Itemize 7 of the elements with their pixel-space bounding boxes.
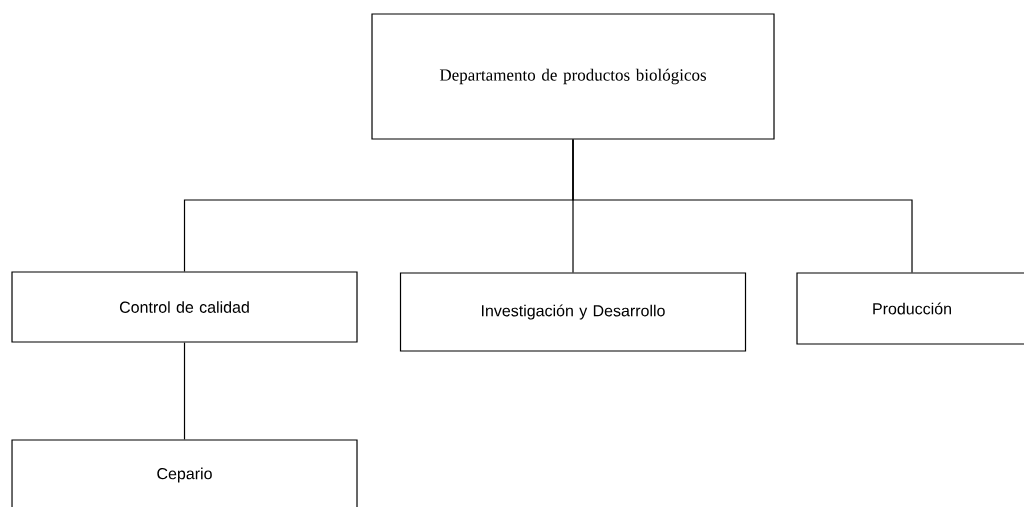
connector-line: [572, 139, 913, 273]
unit-box: Producción: [796, 272, 1024, 345]
unit-box: Investigación y Desarrollo: [399, 272, 747, 352]
connector-line: [183, 342, 186, 440]
unit-box: Control de calidad: [11, 271, 358, 343]
department-box: Departamento de productos biológicos: [371, 13, 775, 140]
unit-box: Cepario: [11, 439, 358, 507]
